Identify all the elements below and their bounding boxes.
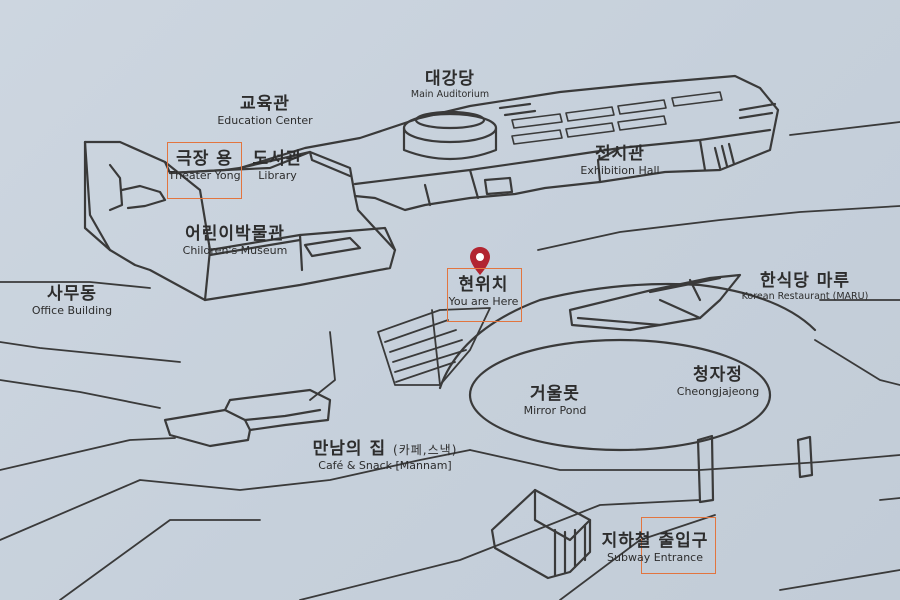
label-korean-restaurant: 한식당 마루 Korean Restaurant (MARU) [741, 271, 869, 302]
pond-plaza [438, 282, 817, 452]
museum-main-building [83, 74, 780, 302]
exhibition-roof-windows [511, 91, 723, 145]
cafe-name-ko: 만남의 집 [312, 439, 387, 459]
label-cafe-snack: 만남의 집 (카페,스낵) Café & Snack [Mannam] [312, 439, 458, 472]
highlight-theater-yong [167, 142, 242, 199]
label-exhibition-hall: 전시관 Exhibition Hall [580, 144, 660, 177]
label-office-building: 사무동 Office Building [31, 284, 113, 317]
label-cheongjajeong: 청자정 Cheongjajeong [676, 365, 760, 398]
label-subway-entrance[interactable]: 지하철 출입구 Subway Entrance [601, 531, 709, 564]
highlight-subway-entrance [641, 517, 716, 574]
subway-entrance-structure [490, 488, 592, 580]
label-childrens-museum: 어린이박물관 Children's Museum [182, 224, 288, 257]
label-you-are-here[interactable]: 현위치 You are Here [448, 275, 519, 308]
label-main-auditorium: 대강당 Main Auditorium [410, 69, 490, 100]
highlight-you-are-here [447, 268, 522, 322]
auditorium-dome [402, 110, 498, 161]
road-lines [0, 121, 900, 600]
cafe-building [163, 388, 332, 448]
label-library: 도서관 Library [252, 149, 303, 182]
stairs [377, 307, 491, 386]
label-theater-yong[interactable]: 극장 용 Theater Yong [168, 149, 241, 182]
pillars [696, 434, 814, 504]
cafe-suffix-ko: (카페,스낵) [393, 443, 458, 457]
korean-restaurant-building [568, 273, 742, 332]
label-education-center: 교육관 Education Center [217, 94, 313, 127]
label-mirror-pond: 거울못 Mirror Pond [523, 384, 587, 417]
mirror-pond-outline [468, 338, 772, 452]
